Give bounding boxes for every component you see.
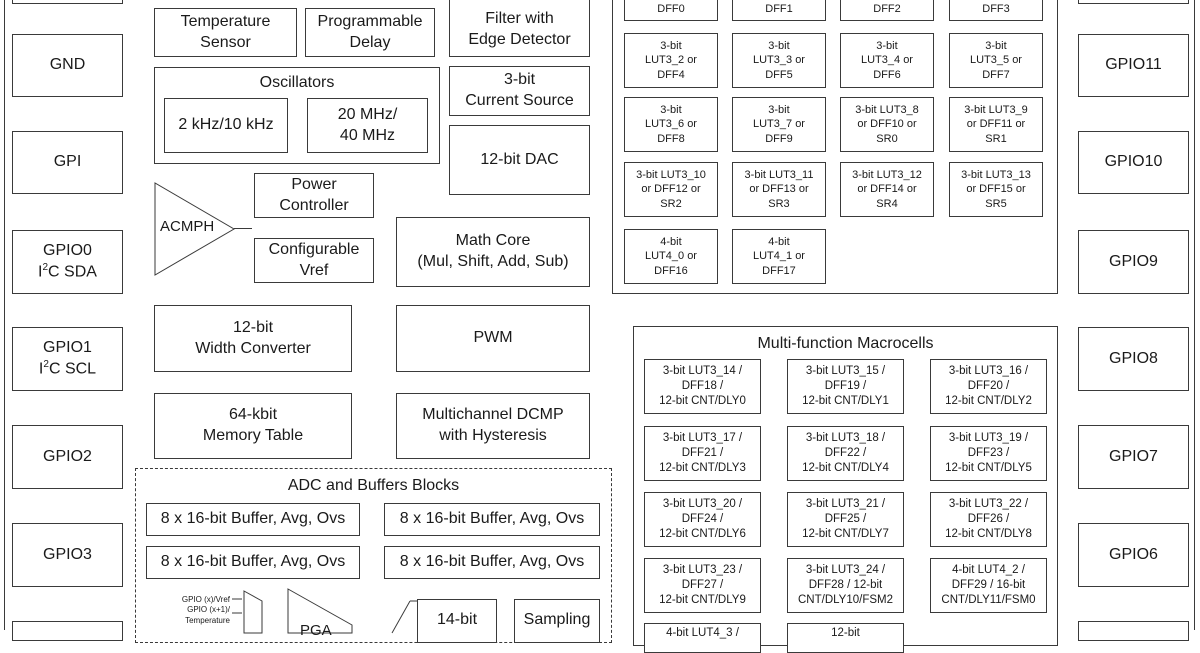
macrocell: 3-bit LUT3_17 / DFF21 / 12-bit CNT/DLY3 [644, 426, 761, 481]
oscillator-low: 2 kHz/10 kHz [164, 98, 288, 153]
pin-gpio3: GPIO3 [12, 523, 123, 587]
macrocell: 3-bit LUT3_16 / DFF20 / 12-bit CNT/DLY2 [930, 359, 1047, 414]
buffer-block-3: 8 x 16-bit Buffer, Avg, Ovs [146, 546, 360, 579]
lut-cell: DFF3 [949, 0, 1043, 21]
pin-partial-right [1078, 621, 1189, 641]
pin-gnd: GND [12, 34, 123, 97]
pin-label: GPIO1 [43, 338, 92, 356]
power-controller: Power Controller [254, 173, 374, 218]
pin-gpio8: GPIO8 [1078, 327, 1189, 391]
memory-table: 64-kbit Memory Table [154, 393, 352, 459]
lut-cell: DFF0 [624, 0, 718, 21]
pin-label: GPIO0 [43, 241, 92, 259]
lut-cell: 3-bit LUT3_13 or DFF15 or SR5 [949, 162, 1043, 217]
macrocell: 3-bit LUT3_19 / DFF23 / 12-bit CNT/DLY5 [930, 426, 1047, 481]
dac-12bit: 12-bit DAC [449, 125, 590, 195]
pin-partial-left [12, 621, 123, 641]
width-converter: 12-bit Width Converter [154, 305, 352, 372]
lut-cell: 3-bit LUT3_7 or DFF9 [732, 97, 826, 152]
lut-cell: 3-bit LUT3_12 or DFF14 or SR4 [840, 162, 934, 217]
lut-cell: 3-bit LUT3_9 or DFF11 or SR1 [949, 97, 1043, 152]
lut-cell: 4-bit LUT4_0 or DFF16 [624, 229, 718, 284]
pin-gpio2: GPIO2 [12, 425, 123, 489]
adc-14bit: 14-bit [417, 599, 497, 643]
adc-buffers-title: ADC and Buffers Blocks [287, 477, 460, 494]
pin-gpio7: GPIO7 [1078, 425, 1189, 489]
pin-label: GND [49, 56, 86, 74]
chip-border-right [1194, 0, 1195, 630]
lut-cell: 3-bit LUT3_3 or DFF5 [732, 33, 826, 88]
lut-cell: 3-bit LUT3_5 or DFF7 [949, 33, 1043, 88]
buffer-block-1: 8 x 16-bit Buffer, Avg, Ovs [146, 503, 360, 536]
macrocell: 4-bit LUT4_3 / [644, 623, 761, 653]
pin-label: GPI [53, 153, 82, 171]
configurable-vref: Configurable Vref [254, 238, 374, 283]
acmph-connector [234, 228, 252, 229]
multifunction-title: Multi-function Macrocells [757, 335, 934, 352]
pin-label: GPIO10 [1104, 153, 1163, 171]
buffer-block-2: 8 x 16-bit Buffer, Avg, Ovs [384, 503, 600, 536]
programmable-delay: Programmable Delay [305, 8, 435, 57]
pin-gpio11: GPIO11 [1078, 34, 1189, 97]
macrocell: 3-bit LUT3_14 / DFF18 / 12-bit CNT/DLY0 [644, 359, 761, 414]
macrocell: 12-bit [787, 623, 904, 653]
macrocell: 3-bit LUT3_15 / DFF19 / 12-bit CNT/DLY1 [787, 359, 904, 414]
current-source: 3-bit Current Source [449, 66, 590, 116]
pin-gpio6: GPIO6 [1078, 523, 1189, 587]
pwm: PWM [396, 305, 590, 372]
pin-label: GPIO8 [1109, 349, 1158, 367]
pin-label: GPIO11 [1105, 56, 1162, 74]
buffer-block-4: 8 x 16-bit Buffer, Avg, Ovs [384, 546, 600, 579]
macrocell: 3-bit LUT3_22 / DFF26 / 12-bit CNT/DLY8 [930, 492, 1047, 547]
lut-cell: 3-bit LUT3_2 or DFF4 [624, 33, 718, 88]
chip-border-left [4, 0, 5, 630]
adc-signal-path [232, 588, 417, 634]
acmph-triangle [154, 182, 235, 276]
pin-label: GPIO2 [43, 447, 92, 465]
pin-gpi: GPI [12, 131, 123, 194]
pin-gpio0: GPIO0 I2C SDA [12, 230, 123, 294]
macrocell: 3-bit LUT3_20 / DFF24 / 12-bit CNT/DLY6 [644, 492, 761, 547]
math-core: Math Core (Mul, Shift, Add, Sub) [396, 217, 590, 287]
lut-cell: 3-bit LUT3_8 or DFF10 or SR0 [840, 97, 934, 152]
oscillators-group: Oscillators [154, 67, 440, 164]
pin-label: GPIO9 [1109, 252, 1158, 270]
pin-gpio9: GPIO9 [1078, 230, 1189, 294]
macrocell: 4-bit LUT4_2 / DFF29 / 16-bit CNT/DLY11/… [930, 558, 1047, 613]
sampling-block: Sampling [514, 599, 600, 643]
lut-cell: DFF2 [840, 0, 934, 21]
lut-cell: DFF1 [732, 0, 826, 21]
multichannel-dcmp: Multichannel DCMP with Hysteresis [396, 393, 590, 459]
filter-edge-detector: Filter with Edge Detector [449, 0, 590, 57]
pin-gpio1: GPIO1 I2C SCL [12, 327, 123, 391]
oscillator-high: 20 MHz/ 40 MHz [307, 98, 428, 153]
lut-cell: 3-bit LUT3_11 or DFF13 or SR3 [732, 162, 826, 217]
pin-label: GPIO7 [1109, 447, 1158, 465]
mux-input-labels: GPIO (x)/Vref GPIO (x+1)/ Temperature [181, 595, 230, 625]
pin-sublabel: I2C SCL [38, 359, 97, 378]
lut-cell: 4-bit LUT4_1 or DFF17 [732, 229, 826, 284]
oscillators-title: Oscillators [259, 74, 335, 91]
pin-partial-left-top [12, 0, 123, 4]
lut-cell: 3-bit LUT3_6 or DFF8 [624, 97, 718, 152]
lut-cell: 3-bit LUT3_4 or DFF6 [840, 33, 934, 88]
pin-label: GPIO3 [43, 545, 92, 563]
temperature-sensor: Temperature Sensor [154, 8, 297, 57]
pin-partial-right-top [1078, 0, 1189, 4]
lut-macrocell-group [612, 0, 1058, 294]
pin-sublabel: I2C SDA [38, 262, 97, 281]
lut-cell: 3-bit LUT3_10 or DFF12 or SR2 [624, 162, 718, 217]
macrocell: 3-bit LUT3_24 / DFF28 / 12-bit CNT/DLY10… [787, 558, 904, 613]
pga-label: PGA [300, 622, 332, 639]
pin-gpio10: GPIO10 [1078, 131, 1189, 194]
pin-label: GPIO6 [1109, 545, 1158, 563]
macrocell: 3-bit LUT3_21 / DFF25 / 12-bit CNT/DLY7 [787, 492, 904, 547]
macrocell: 3-bit LUT3_18 / DFF22 / 12-bit CNT/DLY4 [787, 426, 904, 481]
acmph-label: ACMPH [160, 218, 215, 235]
macrocell: 3-bit LUT3_23 / DFF27 / 12-bit CNT/DLY9 [644, 558, 761, 613]
